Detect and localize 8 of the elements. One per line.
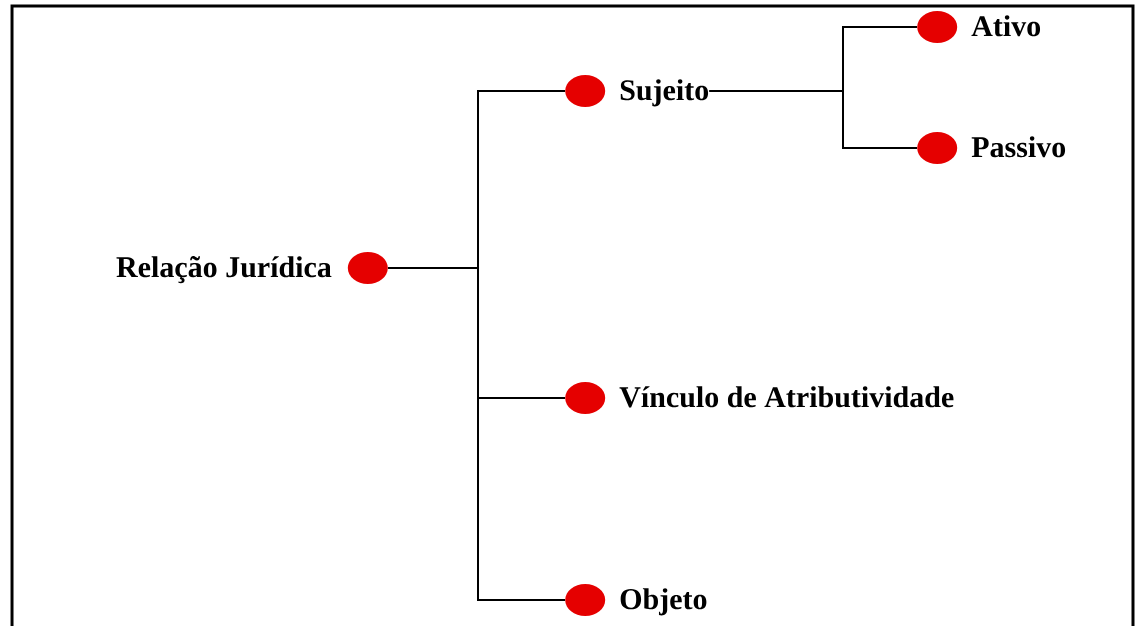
node-label: Relação Jurídica xyxy=(116,256,332,284)
node-label: Objeto xyxy=(620,588,707,616)
node-label: Ativo xyxy=(971,15,1041,37)
connector-line xyxy=(387,267,566,601)
node-label: Vínculo de Atributividade xyxy=(619,386,954,408)
node-label: Passivo xyxy=(971,136,1066,158)
connector-line xyxy=(708,90,918,149)
node-label: Sujeito xyxy=(620,79,709,107)
